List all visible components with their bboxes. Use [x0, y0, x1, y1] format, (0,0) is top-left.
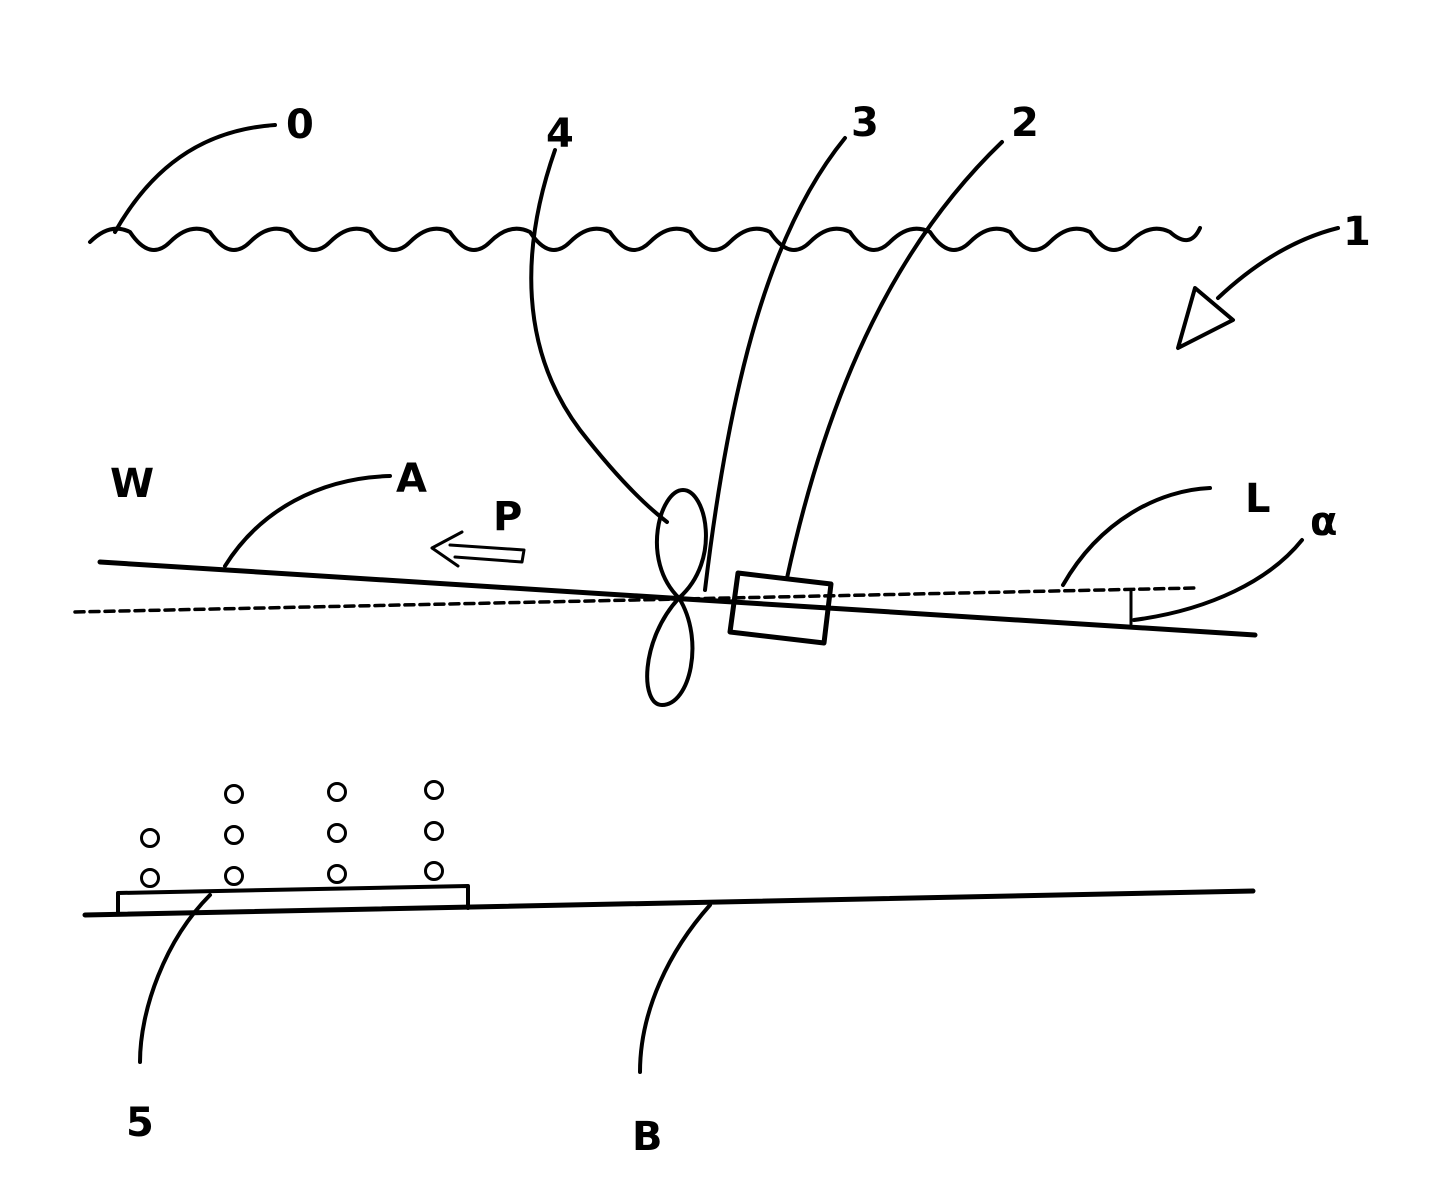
- water-surface-wave: [88, 226, 1202, 252]
- arrowhead-1-icon: [1176, 286, 1235, 350]
- nodule: [424, 780, 444, 800]
- label-w: W: [110, 461, 154, 507]
- label-3: 3: [851, 100, 879, 146]
- label-5: 5: [126, 1100, 154, 1146]
- nodule: [224, 784, 244, 804]
- body-rectangle: [727, 570, 834, 646]
- label-p: P: [493, 494, 522, 540]
- leader-line-0: [113, 123, 277, 234]
- nodule: [224, 825, 244, 845]
- leader-line-1: [1216, 226, 1340, 300]
- nodule-group: [140, 780, 444, 888]
- leader-line-3: [703, 136, 847, 592]
- label-alpha: α: [1310, 499, 1337, 545]
- nodule: [327, 823, 347, 843]
- label-2: 2: [1011, 100, 1039, 146]
- nodule: [424, 861, 444, 881]
- nodule: [424, 821, 444, 841]
- label-b: B: [632, 1114, 663, 1160]
- nodule: [327, 782, 347, 802]
- leader-line-2: [785, 140, 1004, 580]
- label-l: L: [1245, 476, 1271, 522]
- direction-arrow-icon: [430, 530, 526, 568]
- leader-line-alpha: [1132, 538, 1304, 622]
- seabed-line-b: [82, 888, 1256, 918]
- leader-line-4: [529, 148, 669, 524]
- leader-line-a: [223, 474, 392, 568]
- propeller-icon: [645, 488, 708, 707]
- nodule-plate: [116, 884, 470, 915]
- label-0: 0: [286, 102, 314, 148]
- nodule: [224, 866, 244, 886]
- nodule: [140, 868, 160, 888]
- label-a: A: [396, 456, 427, 502]
- nodule: [327, 864, 347, 884]
- label-1: 1: [1343, 209, 1371, 255]
- nodule: [140, 828, 160, 848]
- leader-line-b: [638, 903, 712, 1074]
- leader-line-l: [1061, 486, 1212, 587]
- leader-line-5: [138, 893, 212, 1064]
- level-line-dashed: [73, 586, 1197, 614]
- label-4: 4: [546, 111, 574, 157]
